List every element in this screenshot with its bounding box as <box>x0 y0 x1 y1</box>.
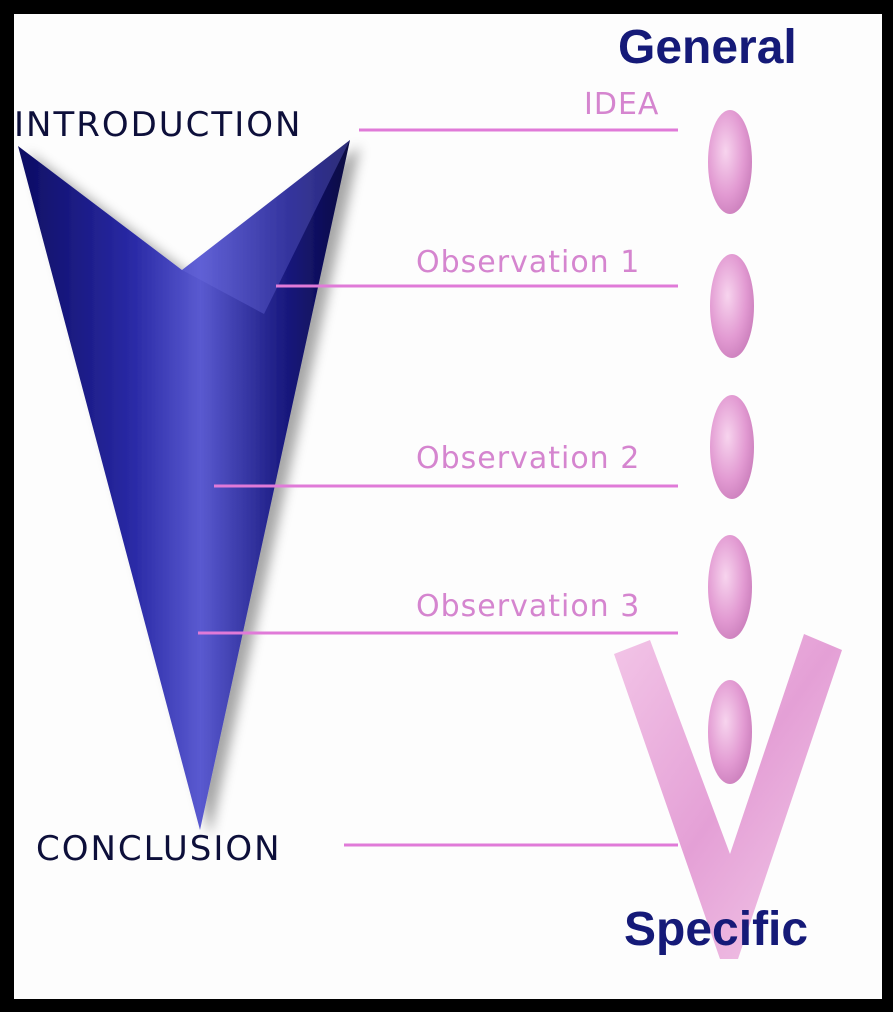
bead-column <box>708 110 754 784</box>
pink-chevron-shape <box>614 634 842 959</box>
observation-1-label: Observation 1 <box>416 245 641 280</box>
diagram-graphics <box>18 110 842 959</box>
connector-lines <box>198 128 678 847</box>
introduction-label: INTRODUCTION <box>14 105 303 145</box>
general-label: General <box>618 21 797 74</box>
bead <box>708 535 752 639</box>
specific-label: Specific <box>624 903 809 956</box>
funnel-arrow-highlight <box>182 140 350 314</box>
observation-3-label: Observation 3 <box>416 589 641 624</box>
funnel-arrow-shape <box>18 140 350 830</box>
diagram-panel: General Specific INTRODUCTION CONCLUSION… <box>14 14 882 999</box>
idea-label: IDEA <box>584 87 660 122</box>
conclusion-label: CONCLUSION <box>36 829 282 869</box>
bead <box>708 110 752 214</box>
observation-2-label: Observation 2 <box>416 441 641 476</box>
bead <box>708 680 752 784</box>
bead <box>710 254 754 358</box>
bead <box>710 395 754 499</box>
